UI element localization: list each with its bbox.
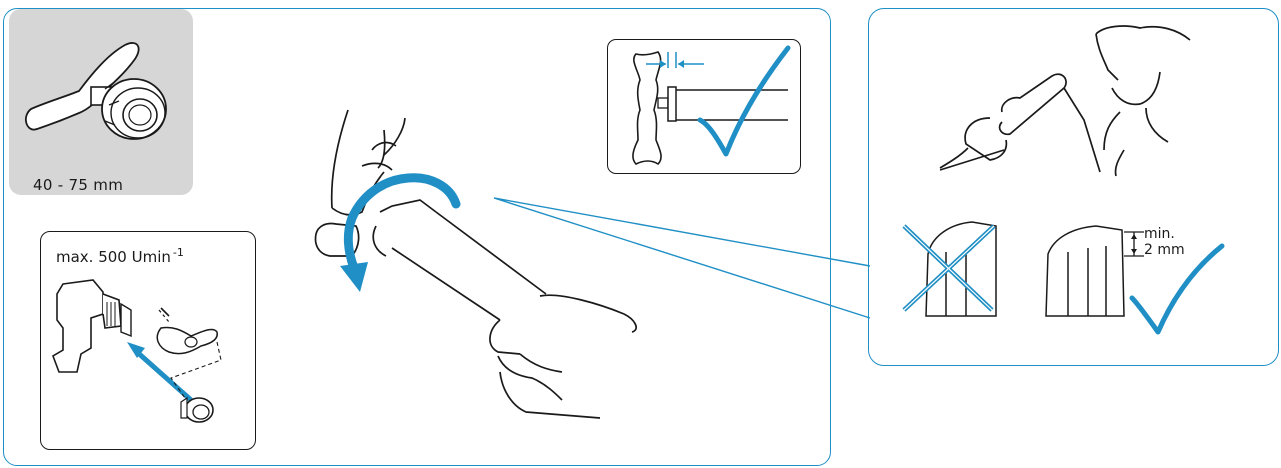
bevel-correct-block: [1045, 225, 1125, 317]
size-range-label: 40 - 75 mm: [33, 176, 124, 194]
check-icon-bevel: [1129, 243, 1225, 335]
hands-pipe-drawing: [314, 109, 637, 419]
bevel-min-line2: 2 mm: [1144, 242, 1185, 258]
speed-exponent: -1: [172, 246, 184, 259]
rotation-arrow-icon: [343, 173, 461, 273]
check-icon: [697, 45, 791, 157]
tool-card: 40 - 75 mm: [9, 9, 193, 195]
drill-icon: [52, 279, 222, 423]
bevel-wrong-block: [925, 221, 997, 317]
deburring-tool-icon: [24, 42, 167, 140]
gap-check-box: [607, 39, 801, 174]
man-inspecting-pipe: [939, 25, 1191, 177]
rotation-arrowhead: [340, 262, 368, 292]
t-handle-icon: [632, 51, 788, 166]
bevel-min-line1: min.: [1144, 226, 1175, 242]
speed-value: max. 500 Umin: [56, 248, 171, 266]
speed-label: max. 500 Umin-1: [56, 246, 184, 266]
gap-dimension-icon: [646, 52, 704, 68]
zoom-lines: [493, 197, 871, 319]
bevel-min-label: min. 2 mm: [1144, 226, 1185, 258]
speed-spec-box: max. 500 Umin-1: [40, 231, 256, 450]
